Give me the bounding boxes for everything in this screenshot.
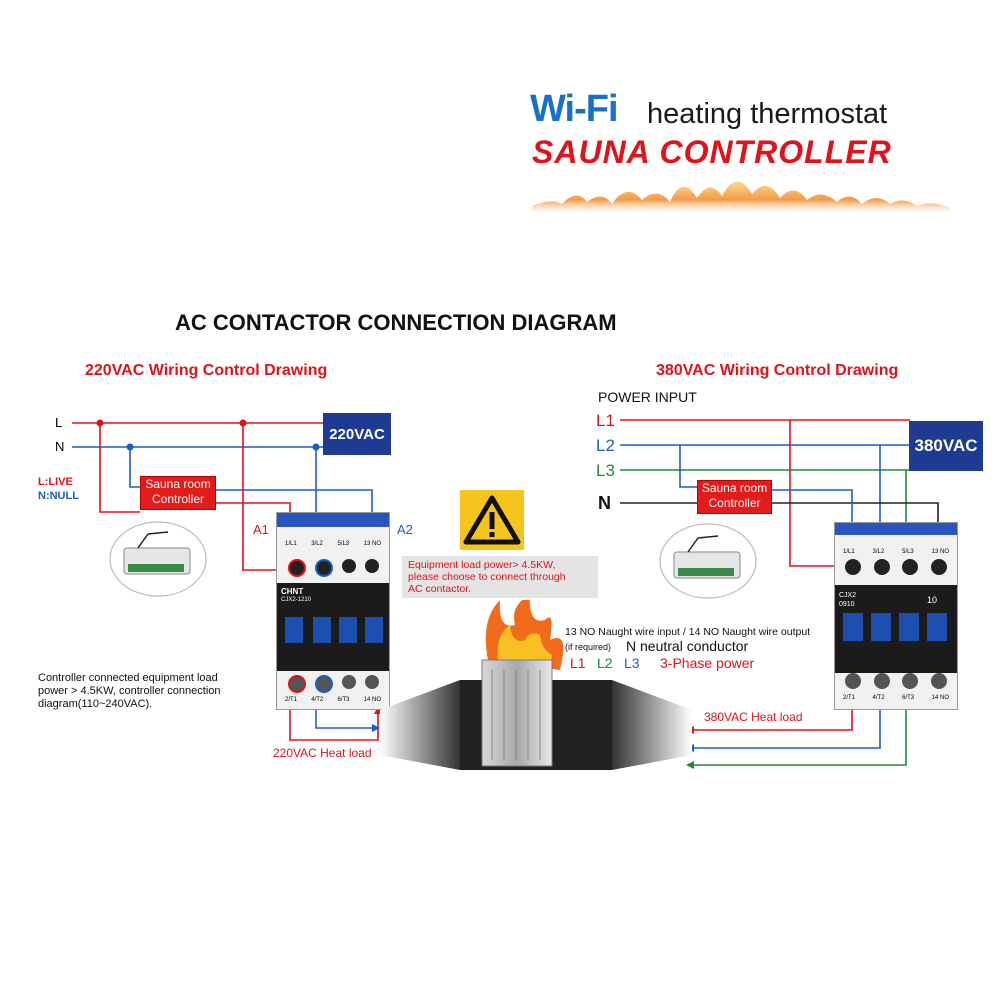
left-ac-contactor: 1/L1 3/L2 5/L3 13 NO CHNT CJX2-1210 2/T1… [276,512,390,710]
screw-icon [930,673,947,689]
left-contactor-body: CHNT CJX2-1210 [277,583,389,671]
right-heading: 380VAC Wiring Control Drawing [656,362,899,379]
center-phase-power: 3-Phase power [660,655,755,671]
warning-sign [460,490,524,550]
screw-icon [314,559,333,577]
left-line-n-label: N [55,439,65,454]
heating-thermostat-text: heating thermostat [647,98,888,130]
screw-icon [873,559,890,575]
left-note: Controller connected equipment load powe… [38,672,221,710]
right-bottom-terminal-labels: 2/T1 4/T2 6/T3 14 NO [843,695,949,701]
right-l2-label: L2 [596,436,615,455]
center-phase-l1: L1 [570,655,586,671]
left-line-l-label: L [55,415,63,430]
right-l3-label: L3 [596,461,615,480]
right-heat-load-label: 380VAC Heat load [704,710,803,724]
screw-icon [902,559,919,575]
screw-icon [364,559,379,573]
right-contactor-rating: 10 [927,595,938,605]
screw-icon [845,559,862,575]
screw-icon [902,673,919,689]
sauna-controller-text: SAUNA CONTROLLER [532,134,892,170]
left-sauna-controller: Sauna room Controller [140,476,216,510]
right-voltage-box: 380VAC [909,421,983,471]
legend-live: L:LIVE [38,476,73,488]
left-top-terminal-labels: 1/L1 3/L2 5/L3 13 NO [285,541,381,547]
warning-note: Equipment load power> 4.5KW, please choo… [402,556,598,598]
screw-icon [341,559,356,573]
warning-triangle-icon [463,495,521,545]
right-contactor-top-strip [835,523,957,535]
right-controller-device-icon [659,523,757,599]
center-phase-l2: L2 [597,655,613,671]
coil-a1-label: A1 [253,522,269,537]
right-top-terminal-labels: 1/L1 3/L2 5/L3 13 NO [843,549,949,555]
coil-a2-label: A2 [397,522,413,537]
left-top-screws [283,559,383,581]
left-heat-load-label: 220VAC Heat load [273,746,372,760]
left-controller-line2: Controller [151,492,205,506]
left-voltage-box: 220VAC [323,413,391,455]
right-contactor-body: CJX2 0910 10 [835,585,957,673]
left-controller-line1: Sauna room [145,477,211,491]
left-bottom-terminal-labels: 2/T1 4/T2 6/T3 14 NO [285,697,381,703]
wifi-logo-text: Wi-Fi [530,88,619,130]
sauna-heater-illustration [380,600,692,770]
contactor-model: CJX2-1210 [281,597,312,603]
power-input-label: POWER INPUT [598,389,697,405]
left-controller-device-icon [109,521,207,597]
center-note-neutral: N neutral conductor [626,638,749,654]
right-top-screws [839,559,953,581]
right-n-label: N [598,493,611,513]
screw-icon [341,675,356,689]
right-controller-line2: Controller [708,496,761,510]
screw-icon [287,559,306,577]
screw-icon [287,675,306,693]
right-ac-contactor: 1/L1 3/L2 5/L3 13 NO CJX2 0910 10 2/T1 4… [834,522,958,710]
right-controller-line1: Sauna room [701,481,768,495]
flame-banner-icon [532,181,950,212]
legend-null: N:NULL [38,490,79,502]
contactor-brand: CHNT [281,587,304,596]
left-contactor-top-strip [277,513,389,527]
screw-icon [364,675,379,689]
right-bottom-screws [839,673,953,695]
center-phase-l3: L3 [624,655,640,671]
right-contactor-model: CJX2 0910 [839,592,857,608]
screw-icon [873,673,890,689]
center-note-if: (if required) [565,642,612,652]
right-l1-label: L1 [596,411,615,430]
screw-icon [930,559,947,575]
diagram-title: AC CONTACTOR CONNECTION DIAGRAM [175,310,617,335]
screw-icon [314,675,333,693]
screw-icon [845,673,862,689]
center-note-line1: 13 NO Naught wire input / 14 NO Naught w… [565,626,811,638]
left-heading: 220VAC Wiring Control Drawing [85,362,328,379]
right-sauna-controller: Sauna room Controller [697,480,772,514]
left-bottom-screws [283,675,383,697]
